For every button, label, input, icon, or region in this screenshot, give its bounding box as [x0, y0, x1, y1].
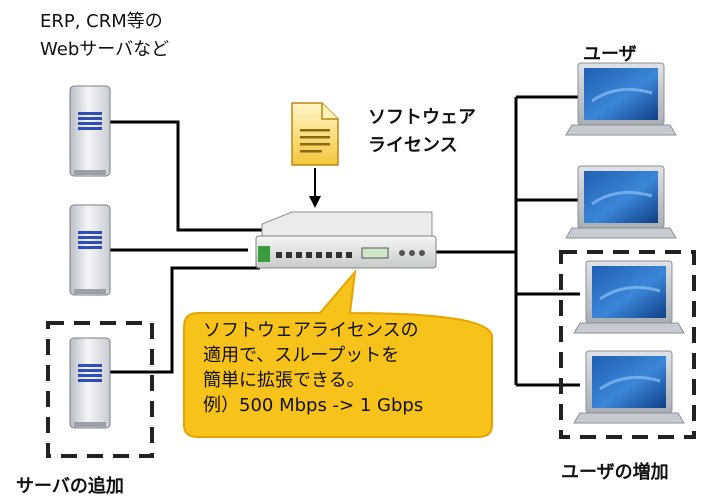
laptop-icon — [565, 62, 677, 136]
callout-bubble — [183, 268, 493, 438]
servers-label: ERP, CRM等の Webサーバなど — [40, 8, 169, 64]
server-icon — [69, 337, 111, 429]
laptop-icon — [565, 165, 677, 239]
server-icon — [69, 204, 111, 296]
add-user-label: ユーザの増加 — [561, 462, 669, 483]
callout-line3: 簡単に拡張できる。 — [203, 370, 365, 391]
users-label: ユーザ — [583, 44, 637, 65]
servers-label-line1: ERP, CRM等の — [40, 11, 163, 32]
servers-label-line2: Webサーバなど — [40, 39, 170, 60]
software-license-label: ソフトウェア ライセンス — [368, 104, 476, 160]
added-users-dashed-box — [559, 250, 696, 439]
license-label-line1: ソフトウェア — [368, 107, 476, 128]
callout-line2: 適用で、スループットを — [203, 345, 400, 366]
appliance-icon — [255, 211, 437, 269]
callout-line1: ソフトウェアライセンスの — [203, 320, 419, 341]
document-icon — [291, 102, 339, 166]
callout-line4: 例）500 Mbps -> 1 Gbps — [203, 395, 424, 416]
laptop-icon — [573, 350, 685, 424]
add-server-label: サーバの追加 — [16, 476, 124, 497]
arrow-down-icon — [309, 168, 321, 208]
license-label-line2: ライセンス — [368, 135, 458, 156]
laptop-icon — [573, 260, 685, 334]
callout-text: ソフトウェアライセンスの 適用で、スループットを 簡単に拡張できる。 例）500… — [203, 318, 423, 418]
server-connection-lines — [110, 120, 262, 374]
added-server-dashed-box — [46, 321, 154, 458]
server-icon — [69, 85, 111, 177]
user-connection-lines — [430, 95, 580, 387]
